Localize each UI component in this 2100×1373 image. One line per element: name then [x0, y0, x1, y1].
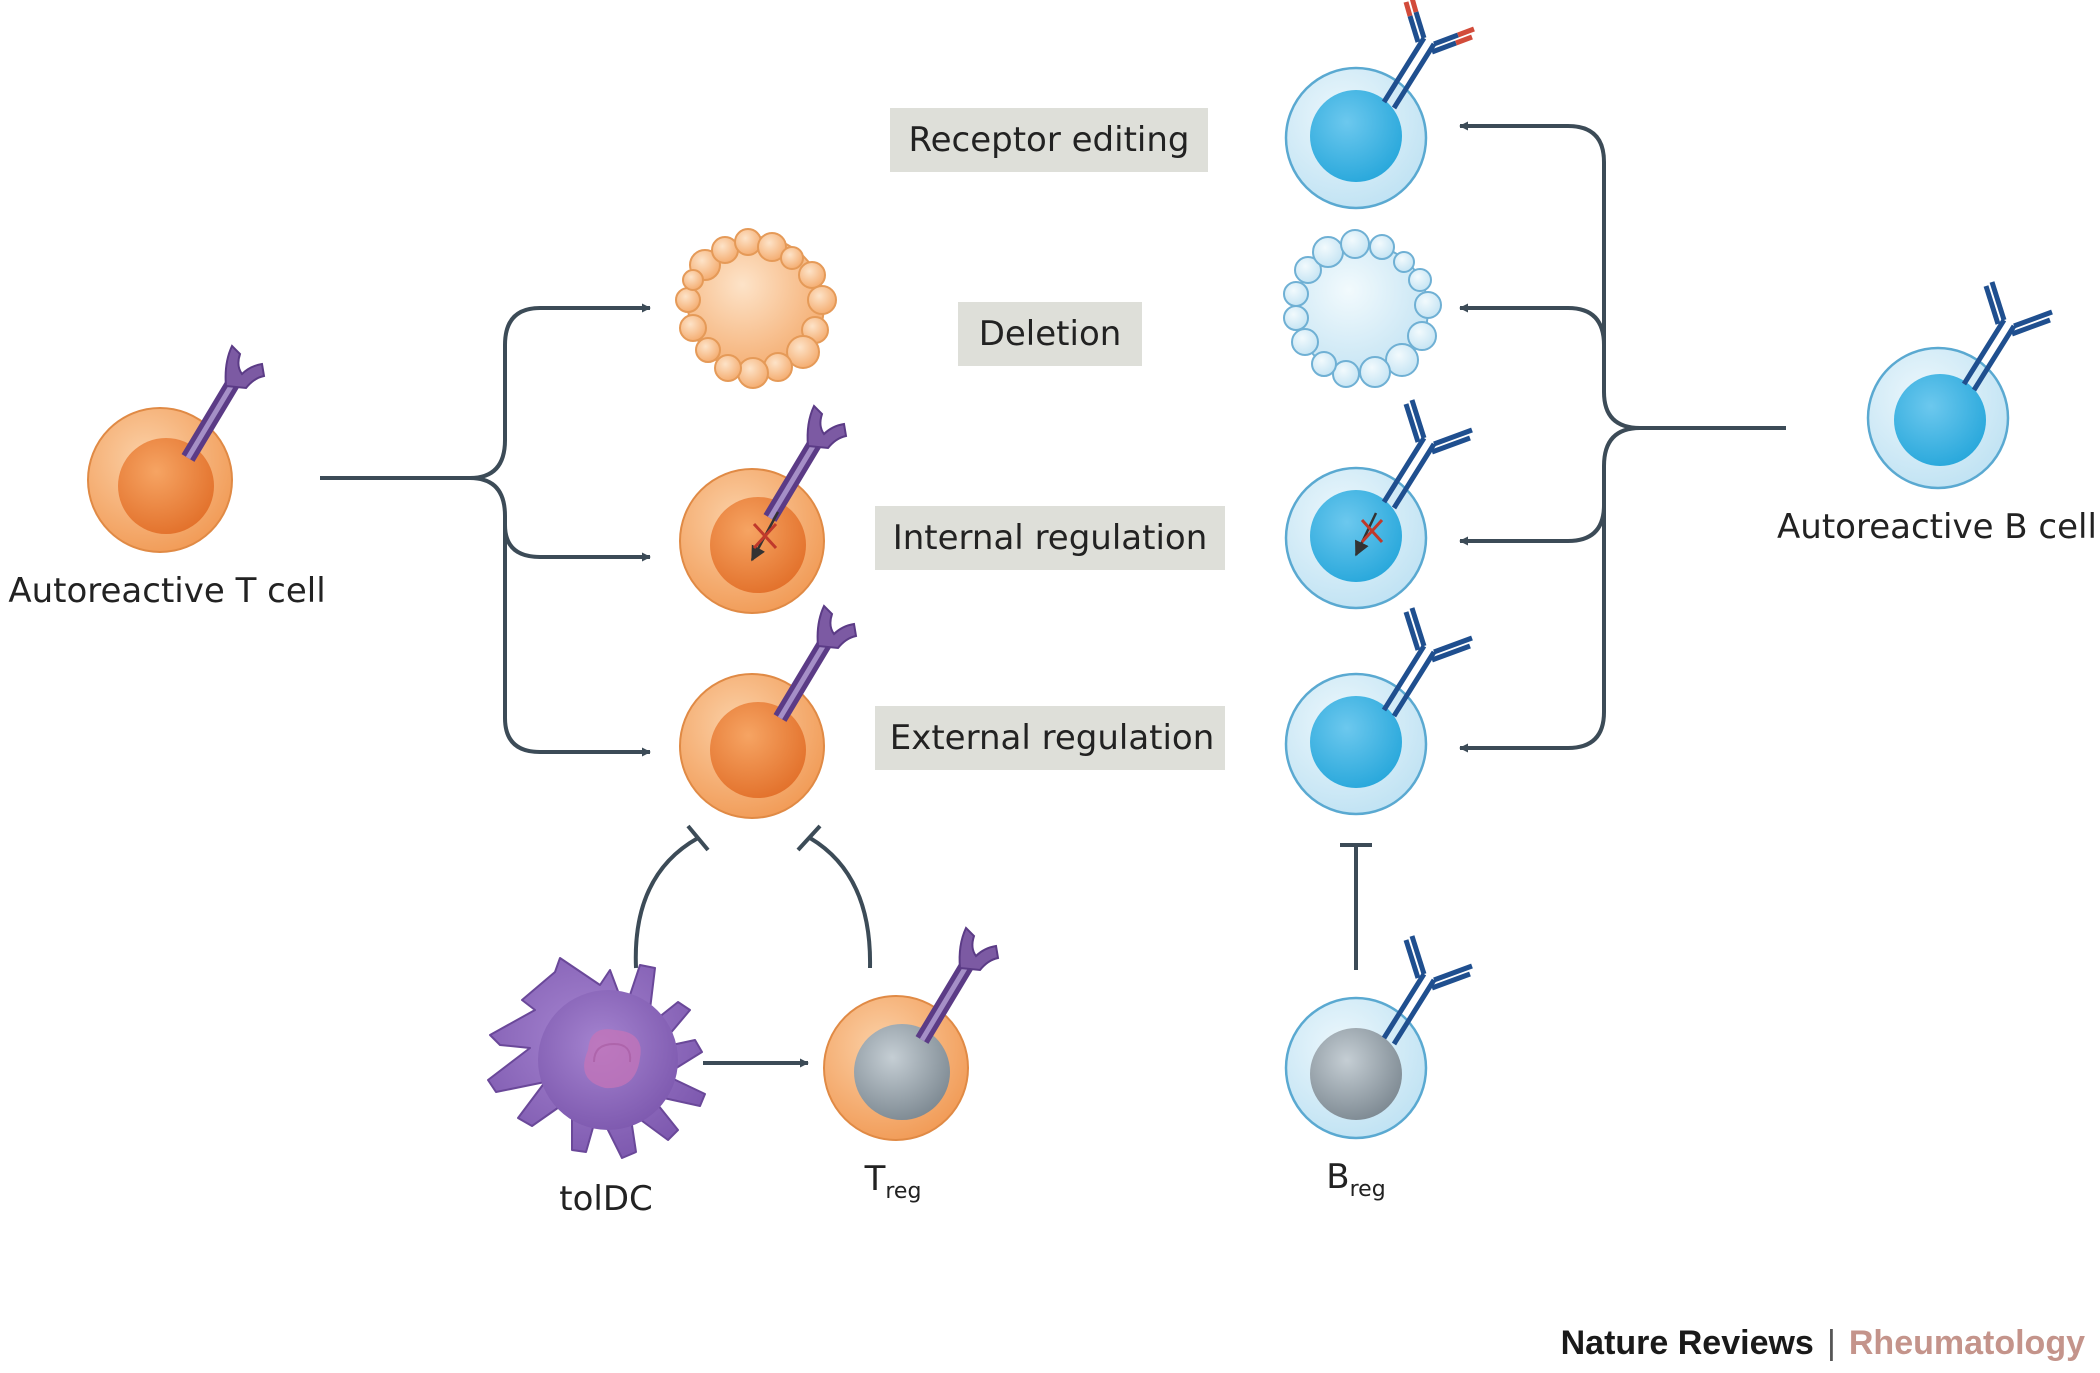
autoreactive-b-cell	[1866, 282, 2052, 490]
mechanism-label: Receptor editing	[909, 120, 1190, 160]
journal-section: Rheumatology	[1849, 1324, 2085, 1362]
breg-label-main: B	[1326, 1157, 1349, 1197]
mechanism-label: Deletion	[979, 314, 1122, 354]
apoptotic-t-cell	[675, 228, 837, 389]
receptor-edited-b-cell	[1284, 0, 1474, 210]
mechanism-internal-regulation: Internal regulation	[875, 506, 1225, 570]
mechanism-external-regulation: External regulation	[875, 706, 1225, 770]
mechanism-deletion: Deletion	[958, 302, 1142, 366]
treg-label-main: T	[864, 1159, 886, 1199]
breg-label-sub: reg	[1350, 1177, 1386, 1202]
externally-regulated-b-cell	[1284, 608, 1472, 816]
toldc-cell	[487, 957, 706, 1159]
mechanism-receptor-editing: Receptor editing	[890, 108, 1208, 172]
journal-name: Nature Reviews	[1561, 1324, 1814, 1362]
treg-cell	[823, 928, 998, 1141]
b-cell-branch-arrows	[1459, 121, 1786, 753]
internally-regulated-t-cell	[679, 406, 846, 614]
breg-cell	[1284, 936, 1472, 1140]
t-cell-branch-arrows	[320, 303, 651, 757]
journal-separator: |	[1827, 1324, 1836, 1362]
toldc-label: tolDC	[559, 1179, 653, 1219]
treg-label-sub: reg	[885, 1179, 921, 1204]
t-cell-inhibition-arcs	[633, 824, 873, 969]
breg-inhibition-line	[1340, 843, 1372, 970]
autoreactive-t-cell	[87, 346, 264, 553]
t-cell-receptor-icon	[188, 346, 264, 458]
apoptotic-b-cell	[1283, 229, 1442, 388]
autoreactive-t-cell-label: Autoreactive T cell	[8, 571, 325, 611]
mechanism-label: Internal regulation	[893, 518, 1208, 558]
internally-regulated-b-cell	[1284, 400, 1472, 610]
journal-credit: Nature Reviews | Rheumatology	[1561, 1324, 2085, 1362]
treg-label: Treg	[864, 1159, 922, 1204]
mechanism-label: External regulation	[890, 718, 1215, 758]
externally-regulated-t-cell	[679, 606, 856, 819]
breg-label: Breg	[1326, 1157, 1385, 1202]
autoreactive-b-cell-label: Autoreactive B cell	[1777, 507, 2097, 547]
